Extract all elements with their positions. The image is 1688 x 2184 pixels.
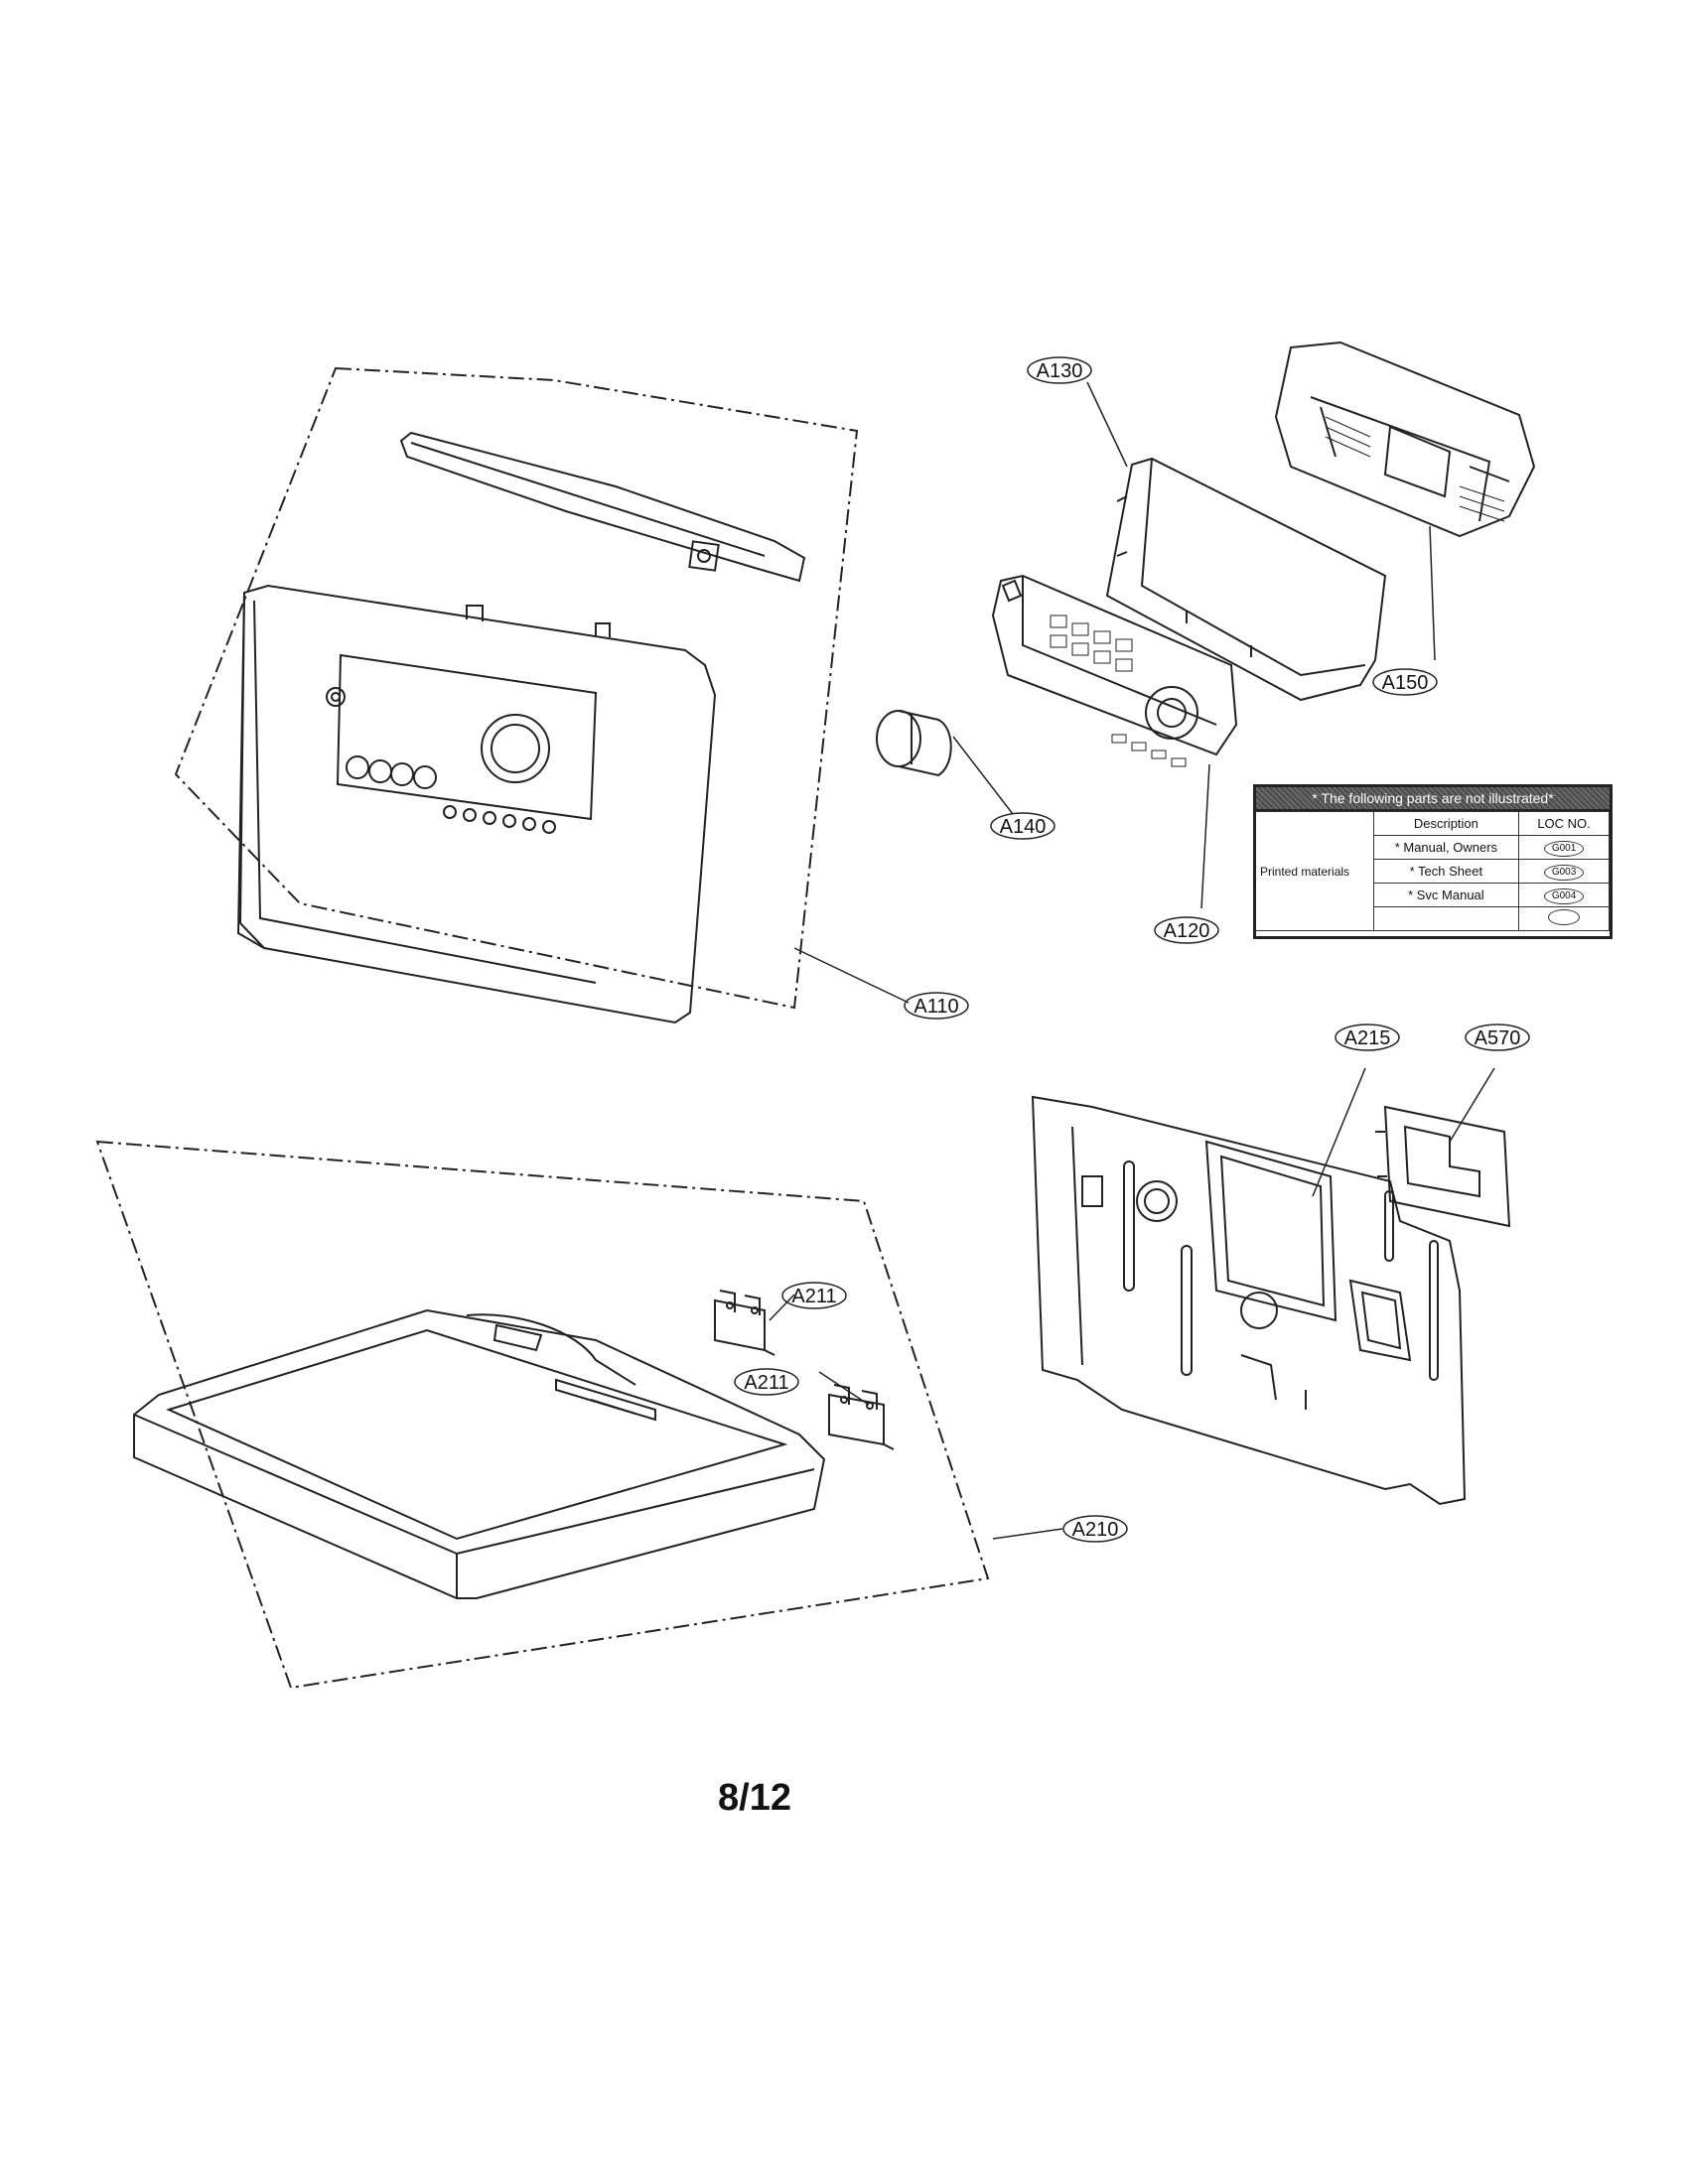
table-row: * Svc Manual G004	[1256, 883, 1610, 907]
callout-labels: A130 A150 A140 A120 A110 A215 A570 A211 …	[734, 356, 1530, 1543]
loc-cell: G001	[1518, 835, 1610, 860]
lid-handle	[466, 1313, 636, 1386]
column-header-description: Description	[1372, 811, 1520, 836]
hinge-lower-part	[828, 1384, 895, 1450]
not-illustrated-table: * The following parts are not illustrate…	[1253, 784, 1613, 939]
loc-cell: G004	[1518, 883, 1610, 907]
callout-a150: A150	[1372, 668, 1438, 696]
table-heading: * The following parts are not illustrate…	[1256, 787, 1610, 811]
group-boundary-a210	[95, 1140, 990, 1690]
parts-table: Printed materials Description LOC NO. * …	[1256, 811, 1610, 931]
description-cell: * Tech Sheet	[1372, 859, 1520, 884]
svg-text:A120: A120	[1164, 920, 1210, 942]
page-number: 8/12	[718, 1777, 791, 1819]
loc-badge	[1548, 909, 1581, 925]
callout-a570: A570	[1465, 1024, 1530, 1051]
table-row	[1256, 906, 1610, 931]
panel-window	[336, 653, 598, 821]
panel-trim-strip	[399, 431, 806, 583]
column-header-loc: LOC NO.	[1518, 811, 1610, 836]
control-panel-group	[174, 366, 859, 1024]
svg-text:A210: A210	[1072, 1519, 1119, 1541]
table-row: * Tech Sheet G003	[1256, 859, 1610, 884]
svg-text:A140: A140	[1000, 816, 1047, 838]
leader-lines	[769, 381, 1495, 1540]
knob-part	[876, 710, 952, 777]
frame-cutout	[1204, 1140, 1337, 1322]
frame-bracket-part	[1274, 341, 1536, 538]
svg-text:A211: A211	[791, 1286, 836, 1307]
lid-body	[133, 1308, 826, 1599]
callout-a211-upper: A211	[781, 1282, 847, 1309]
lid-group	[95, 1140, 990, 1690]
description-cell: * Manual, Owners	[1372, 835, 1520, 860]
panel-connector	[688, 540, 720, 572]
hinge-upper-part	[714, 1290, 775, 1356]
svg-text:A215: A215	[1344, 1027, 1391, 1049]
callout-a120: A120	[1154, 916, 1219, 944]
svg-text:A211: A211	[744, 1372, 788, 1394]
description-cell	[1372, 906, 1520, 931]
svg-text:A150: A150	[1382, 672, 1429, 694]
callout-a140: A140	[990, 812, 1055, 840]
callout-a130: A130	[1027, 356, 1092, 384]
callout-a210: A210	[1062, 1515, 1128, 1543]
cover-plate-part	[1375, 1105, 1511, 1228]
main-pcb-part	[991, 574, 1238, 767]
table-row: Printed materials Description LOC NO.	[1256, 811, 1610, 931]
loc-badge: G003	[1543, 864, 1585, 881]
rear-frame-part	[1031, 1095, 1467, 1506]
pcb-encoder	[1145, 686, 1198, 740]
svg-text:A570: A570	[1475, 1027, 1521, 1049]
loc-badge: G001	[1543, 840, 1585, 857]
control-panel-body	[236, 584, 717, 1024]
category-cell: Printed materials	[1256, 811, 1374, 931]
panel-knob-ring	[481, 714, 550, 783]
loc-badge: G004	[1543, 887, 1585, 904]
panel-buttons	[346, 755, 556, 834]
pcb-cover-part	[1105, 457, 1387, 702]
svg-text:A130: A130	[1037, 360, 1083, 382]
callout-a110: A110	[904, 992, 969, 1020]
loc-cell: G003	[1518, 859, 1610, 884]
callout-a211-lower: A211	[734, 1368, 799, 1396]
loc-cell	[1518, 906, 1610, 931]
callout-a215: A215	[1335, 1024, 1400, 1051]
group-boundary-a110	[174, 366, 859, 1010]
svg-text:A110: A110	[914, 996, 958, 1018]
description-cell: * Svc Manual	[1372, 883, 1520, 907]
